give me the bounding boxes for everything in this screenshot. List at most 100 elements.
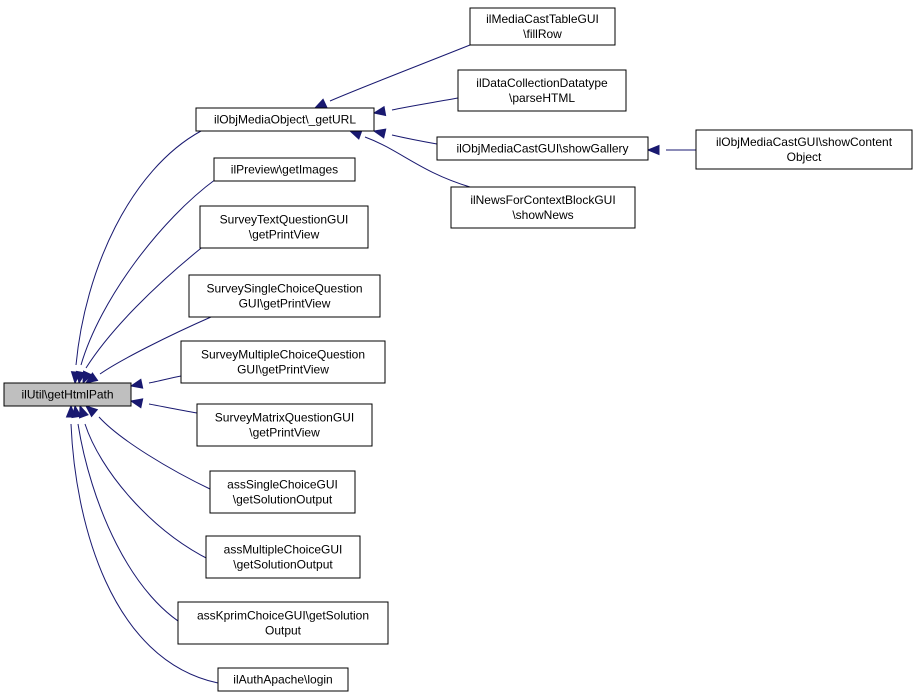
node-box bbox=[196, 403, 373, 447]
node-label: assSingleChoiceGUI bbox=[227, 478, 338, 492]
edge-n4-n0 bbox=[84, 316, 212, 384]
node-box bbox=[3, 382, 132, 407]
edge-line bbox=[148, 403, 198, 414]
node-box bbox=[213, 157, 356, 182]
graph-node-n14[interactable]: ilNewsForContextBlockGUI\showNews bbox=[450, 186, 636, 229]
node-label: SurveyMatrixQuestionGUI bbox=[215, 411, 354, 425]
graph-node-n7[interactable]: assSingleChoiceGUI\getSolutionOutput bbox=[209, 470, 356, 514]
edge-n6-n0 bbox=[129, 398, 198, 414]
arrowhead-icon bbox=[129, 378, 144, 389]
graph-node-n3[interactable]: SurveyTextQuestionGUI\getPrintView bbox=[199, 205, 369, 249]
node-label: assKprimChoiceGUI\getSolution bbox=[197, 609, 369, 623]
node-label: Object bbox=[787, 150, 822, 164]
node-label: ilMediaCastTableGUI bbox=[486, 12, 599, 26]
graph-node-n1[interactable]: ilObjMediaObject\_getURL bbox=[195, 107, 375, 132]
graph-node-n4[interactable]: SurveySingleChoiceQuestionGUI\getPrintVi… bbox=[188, 274, 381, 318]
arrowhead-icon bbox=[129, 398, 144, 409]
node-label: SurveySingleChoiceQuestion bbox=[206, 282, 362, 296]
node-label: GUI\getPrintView bbox=[237, 363, 329, 377]
graph-node-n12[interactable]: ilDataCollectionDatatype\parseHTML bbox=[457, 69, 627, 112]
node-label: SurveyTextQuestionGUI bbox=[220, 213, 349, 227]
edge-line bbox=[77, 423, 196, 632]
arrowhead-icon bbox=[82, 370, 93, 385]
node-label: \getSolutionOutput bbox=[233, 558, 333, 572]
edge-line bbox=[148, 375, 182, 384]
edge-line bbox=[75, 130, 202, 366]
arrowhead-icon bbox=[348, 130, 363, 140]
node-box bbox=[457, 69, 627, 112]
graph-node-n0[interactable]: ilUtil\getHtmlPath bbox=[3, 382, 132, 407]
node-label: \getPrintView bbox=[249, 426, 320, 440]
edge-layer bbox=[65, 42, 697, 684]
graph-node-n6[interactable]: SurveyMatrixQuestionGUI\getPrintView bbox=[196, 403, 373, 447]
node-label: ilNewsForContextBlockGUI bbox=[470, 193, 615, 207]
node-box bbox=[199, 205, 369, 249]
node-box bbox=[217, 667, 349, 692]
edge-line bbox=[391, 97, 459, 111]
edge-n7-n0 bbox=[84, 405, 213, 491]
arrowhead-icon bbox=[84, 405, 99, 418]
edge-line bbox=[98, 416, 213, 491]
node-box bbox=[436, 136, 649, 161]
node-label: Output bbox=[265, 624, 302, 638]
graph-node-n2[interactable]: ilPreview\getImages bbox=[213, 157, 356, 182]
arrowhead-icon bbox=[646, 144, 660, 156]
graph-node-n10[interactable]: ilAuthApache\login bbox=[217, 667, 349, 692]
node-label: \getPrintView bbox=[249, 228, 320, 242]
edge-n11-n1 bbox=[313, 42, 476, 109]
node-label: ilObjMediaCastGUI\showContent bbox=[716, 135, 893, 149]
node-label: \getSolutionOutput bbox=[233, 493, 333, 507]
edge-line bbox=[85, 244, 206, 369]
node-box bbox=[195, 107, 375, 132]
edge-n10-n0 bbox=[65, 404, 219, 684]
graph-node-n8[interactable]: assMultipleChoiceGUI\getSolutionOutput bbox=[205, 535, 361, 579]
edge-line bbox=[99, 316, 212, 375]
edge-line bbox=[391, 134, 438, 145]
node-box bbox=[695, 129, 913, 170]
edge-n15-n13 bbox=[646, 144, 697, 156]
node-label: SurveyMultipleChoiceQuestion bbox=[201, 348, 365, 362]
edge-n3-n0 bbox=[82, 244, 206, 385]
node-label: ilDataCollectionDatatype bbox=[476, 76, 608, 90]
edge-line bbox=[329, 42, 476, 102]
arrowhead-icon bbox=[372, 105, 387, 117]
node-label: assMultipleChoiceGUI bbox=[224, 543, 343, 557]
arrowhead-icon bbox=[372, 128, 387, 139]
edge-line bbox=[70, 423, 219, 684]
edge-n9-n0 bbox=[71, 404, 196, 632]
edge-n8-n0 bbox=[79, 404, 211, 561]
edge-line bbox=[364, 136, 471, 188]
node-box bbox=[209, 470, 356, 514]
node-box bbox=[469, 7, 616, 46]
edge-line bbox=[84, 423, 211, 561]
node-label: ilUtil\getHtmlPath bbox=[21, 388, 113, 402]
node-layer: ilUtil\getHtmlPath ilObjMediaObject\_getU… bbox=[3, 7, 913, 692]
graph-node-n9[interactable]: assKprimChoiceGUI\getSolutionOutput bbox=[177, 601, 389, 645]
arrowhead-icon bbox=[79, 404, 89, 419]
node-label: \showNews bbox=[512, 208, 573, 222]
edge-n14-n1 bbox=[348, 130, 471, 188]
node-label: ilObjMediaObject\_getURL bbox=[214, 113, 356, 127]
node-label: ilPreview\getImages bbox=[231, 163, 338, 177]
graph-node-n5[interactable]: SurveyMultipleChoiceQuestionGUI\getPrint… bbox=[180, 340, 386, 384]
arrowhead-icon bbox=[84, 372, 99, 384]
node-label: ilAuthApache\login bbox=[233, 673, 332, 687]
node-box bbox=[180, 340, 386, 384]
node-box bbox=[205, 535, 361, 579]
node-box bbox=[450, 186, 636, 229]
node-label: \parseHTML bbox=[509, 91, 575, 105]
arrowhead-icon bbox=[65, 404, 77, 418]
edge-n13-n1 bbox=[372, 128, 438, 145]
node-label: GUI\getPrintView bbox=[239, 297, 331, 311]
node-label: \fillRow bbox=[523, 27, 562, 41]
edge-n5-n0 bbox=[129, 375, 182, 389]
edge-line bbox=[80, 178, 217, 366]
node-box bbox=[177, 601, 389, 645]
graph-node-n11[interactable]: ilMediaCastTableGUI\fillRow bbox=[469, 7, 616, 46]
edge-n12-n1 bbox=[372, 97, 459, 117]
graph-node-n13[interactable]: ilObjMediaCastGUI\showGallery bbox=[436, 136, 649, 161]
arrowhead-icon bbox=[313, 98, 328, 109]
node-box bbox=[188, 274, 381, 318]
